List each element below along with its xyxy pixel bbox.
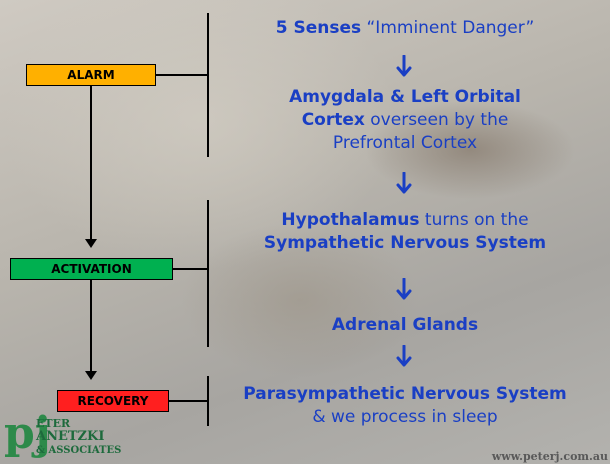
- overseen-text: overseen by the: [365, 110, 508, 130]
- logo-line-2: ANETZKI: [36, 429, 104, 444]
- hypothalamus-step: Hypothalamus turns on the Sympathetic Ne…: [205, 209, 605, 255]
- sympathetic-label: Sympathetic Nervous System: [264, 233, 546, 253]
- adrenal-label: Adrenal Glands: [332, 315, 478, 335]
- amygdala-step: Amygdala & Left Orbital Cortex overseen …: [205, 86, 605, 155]
- website-url: www.peterj.com.au: [492, 450, 608, 463]
- cortex-label: Cortex: [302, 110, 365, 130]
- adrenal-step: Adrenal Glands: [205, 314, 605, 337]
- amygdala-label: Amygdala & Left Orbital: [289, 87, 521, 107]
- company-logo: pj ETER ANETZKI & ASSOCIATES: [4, 405, 144, 464]
- logo-line-3: & ASSOCIATES: [36, 445, 121, 456]
- down-arrow-icon: [396, 345, 412, 367]
- alarm-stage: ALARM: [26, 64, 156, 86]
- down-arrow-icon: [396, 278, 412, 300]
- senses-rest: “Imminent Danger”: [361, 18, 534, 38]
- sleep-text: & we process in sleep: [205, 406, 605, 429]
- alarm-connector: [156, 74, 208, 76]
- activation-stage: ACTIVATION: [10, 258, 173, 280]
- prefrontal-text: Prefrontal Cortex: [205, 132, 605, 155]
- activation-connector: [173, 268, 208, 270]
- down-arrow-icon: [396, 172, 412, 194]
- hypothalamus-label: Hypothalamus: [281, 210, 419, 230]
- alarm-to-activation-arrow: [90, 86, 92, 246]
- recovery-connector: [169, 400, 208, 402]
- senses-label: 5 Senses: [276, 18, 361, 38]
- parasympathetic-label: Parasympathetic Nervous System: [243, 384, 566, 404]
- activation-to-recovery-arrow: [90, 280, 92, 378]
- down-arrow-icon: [396, 55, 412, 77]
- turns-on-text: turns on the: [420, 210, 529, 230]
- parasympathetic-step: Parasympathetic Nervous System & we proc…: [205, 383, 605, 429]
- senses-step: 5 Senses “Imminent Danger”: [205, 17, 605, 40]
